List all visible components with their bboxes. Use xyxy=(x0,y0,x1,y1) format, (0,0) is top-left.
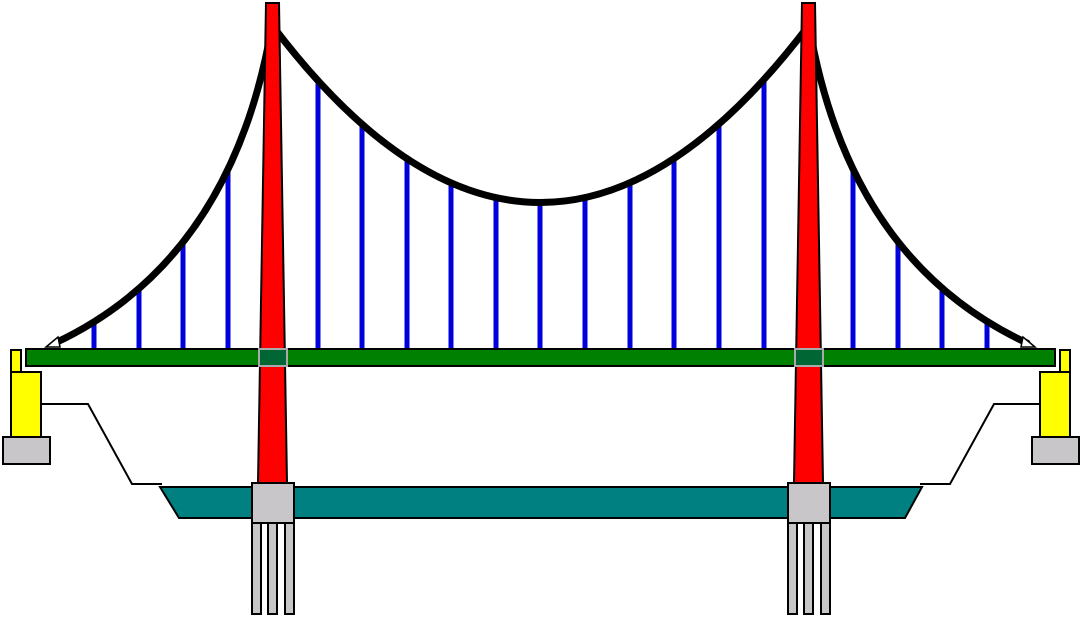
foundation-left xyxy=(251,482,295,615)
deck-joint-right xyxy=(794,348,824,367)
cable-anchor-right xyxy=(1020,335,1038,348)
main-cable-right-span xyxy=(805,21,1031,347)
pier-cap-left xyxy=(251,482,295,524)
foundation-right xyxy=(787,482,831,615)
water xyxy=(158,486,924,519)
anchorage-left xyxy=(2,349,51,465)
pile-right-3 xyxy=(820,522,831,615)
anchorage-right-post xyxy=(1059,349,1071,375)
anchorage-right-block xyxy=(1039,371,1071,439)
pier-cap-right xyxy=(787,482,831,524)
pile-left-2 xyxy=(267,522,278,615)
anchorage-left-post xyxy=(10,349,22,375)
anchorage-right-base xyxy=(1031,436,1080,465)
anchorage-right xyxy=(1031,349,1080,465)
pile-right-2 xyxy=(803,522,814,615)
anchorage-left-block xyxy=(10,371,42,439)
bridge-deck xyxy=(25,348,1056,367)
pile-right-1 xyxy=(787,522,798,615)
cable-anchor-left xyxy=(43,335,61,348)
main-cable-left-span xyxy=(51,21,276,347)
pile-left-1 xyxy=(251,522,262,615)
main-cable-main-span xyxy=(268,21,813,206)
hangers-group xyxy=(91,79,990,350)
anchorage-left-base xyxy=(2,436,51,465)
pile-left-3 xyxy=(284,522,295,615)
deck-joint-left xyxy=(258,348,288,367)
embankment-outline xyxy=(40,403,1041,485)
